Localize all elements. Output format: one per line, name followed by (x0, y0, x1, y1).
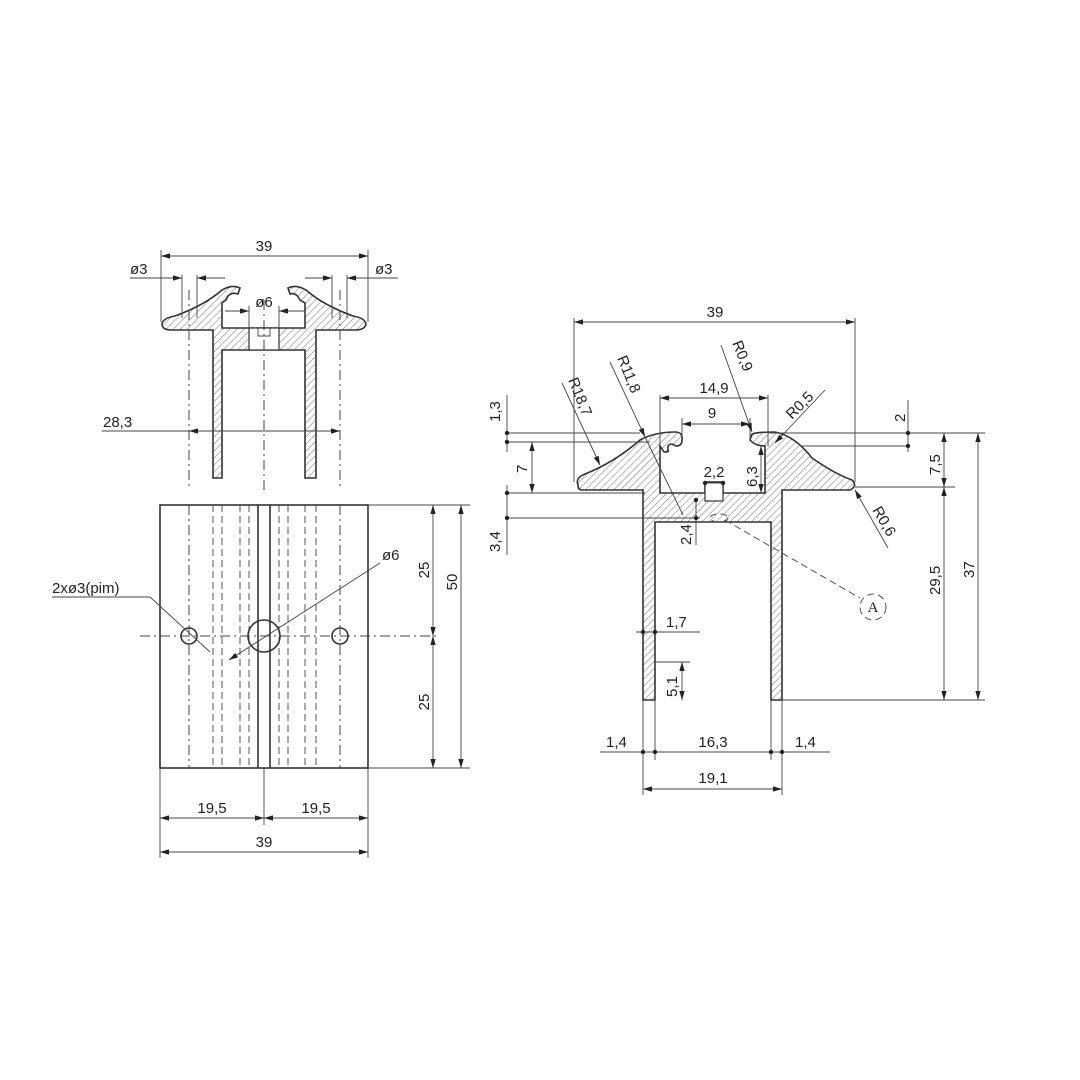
pin-hole-left (180, 627, 198, 645)
dim-slot-outer: 14,9 (699, 380, 728, 397)
left-front-view: 2xø3(pim) ø6 25 25 50 19,5 19,5 39 (52, 504, 470, 858)
detail-a-label: A (868, 600, 879, 616)
radius-r0-5: R0,5 (783, 388, 817, 422)
dim-1-7: 1,7 (666, 614, 687, 631)
center-hole (247, 619, 281, 653)
dim-left-hole-spacing: 28,3 (103, 414, 132, 431)
dim-29-5: 29,5 (927, 566, 944, 595)
dim-2-2: 2,2 (704, 464, 725, 481)
dim-inner-width: 16,3 (698, 734, 727, 751)
dim-leg-right: 1,4 (795, 734, 816, 751)
right-profile-view: A 39 14,9 9 R18,7 R11,8 R0,9 R0,5 R0,6 (487, 304, 985, 795)
dim-left-hole-left: ø3 (130, 261, 148, 278)
dim-2-4: 2,4 (678, 524, 695, 545)
dim-pin-holes: 2xø3(pim) (52, 580, 120, 597)
detail-a-region (709, 513, 729, 523)
dim-slot-inner: 9 (708, 405, 716, 422)
dim-5-1: 5,1 (664, 676, 681, 697)
dim-left-width-bottom: 39 (256, 834, 273, 851)
dim-2: 2 (892, 414, 909, 422)
dim-1-3: 1,3 (487, 401, 504, 422)
dim-3-4: 3,4 (487, 531, 504, 552)
dim-upper-half: 25 (416, 562, 433, 579)
dim-left-center-hole: ø6 (255, 294, 273, 311)
dim-center-hole-front: ø6 (382, 547, 400, 564)
dim-overall-legs: 19,1 (698, 770, 727, 787)
dim-leg-left: 1,4 (606, 734, 627, 751)
screw-slot (704, 481, 724, 502)
dim-right-half: 19,5 (301, 800, 330, 817)
dim-left-half: 19,5 (197, 800, 226, 817)
dim-left-hole-right: ø3 (375, 261, 393, 278)
radius-r0-9: R0,9 (728, 338, 756, 374)
dim-7-5: 7,5 (927, 454, 944, 475)
pin-hole-right (331, 627, 349, 645)
dim-lower-half: 25 (416, 694, 433, 711)
dim-37: 37 (961, 561, 978, 578)
dim-left-width-top: 39 (256, 238, 273, 255)
dim-6-3: 6,3 (744, 466, 761, 487)
dim-right-width: 39 (707, 304, 724, 321)
left-top-profile: 39 ø3 ø3 ø6 28,3 (102, 238, 398, 490)
radius-r11-8: R11,8 (613, 353, 643, 395)
detail-a-marker (859, 593, 887, 621)
dim-height: 50 (444, 574, 461, 591)
dim-7: 7 (514, 465, 531, 473)
